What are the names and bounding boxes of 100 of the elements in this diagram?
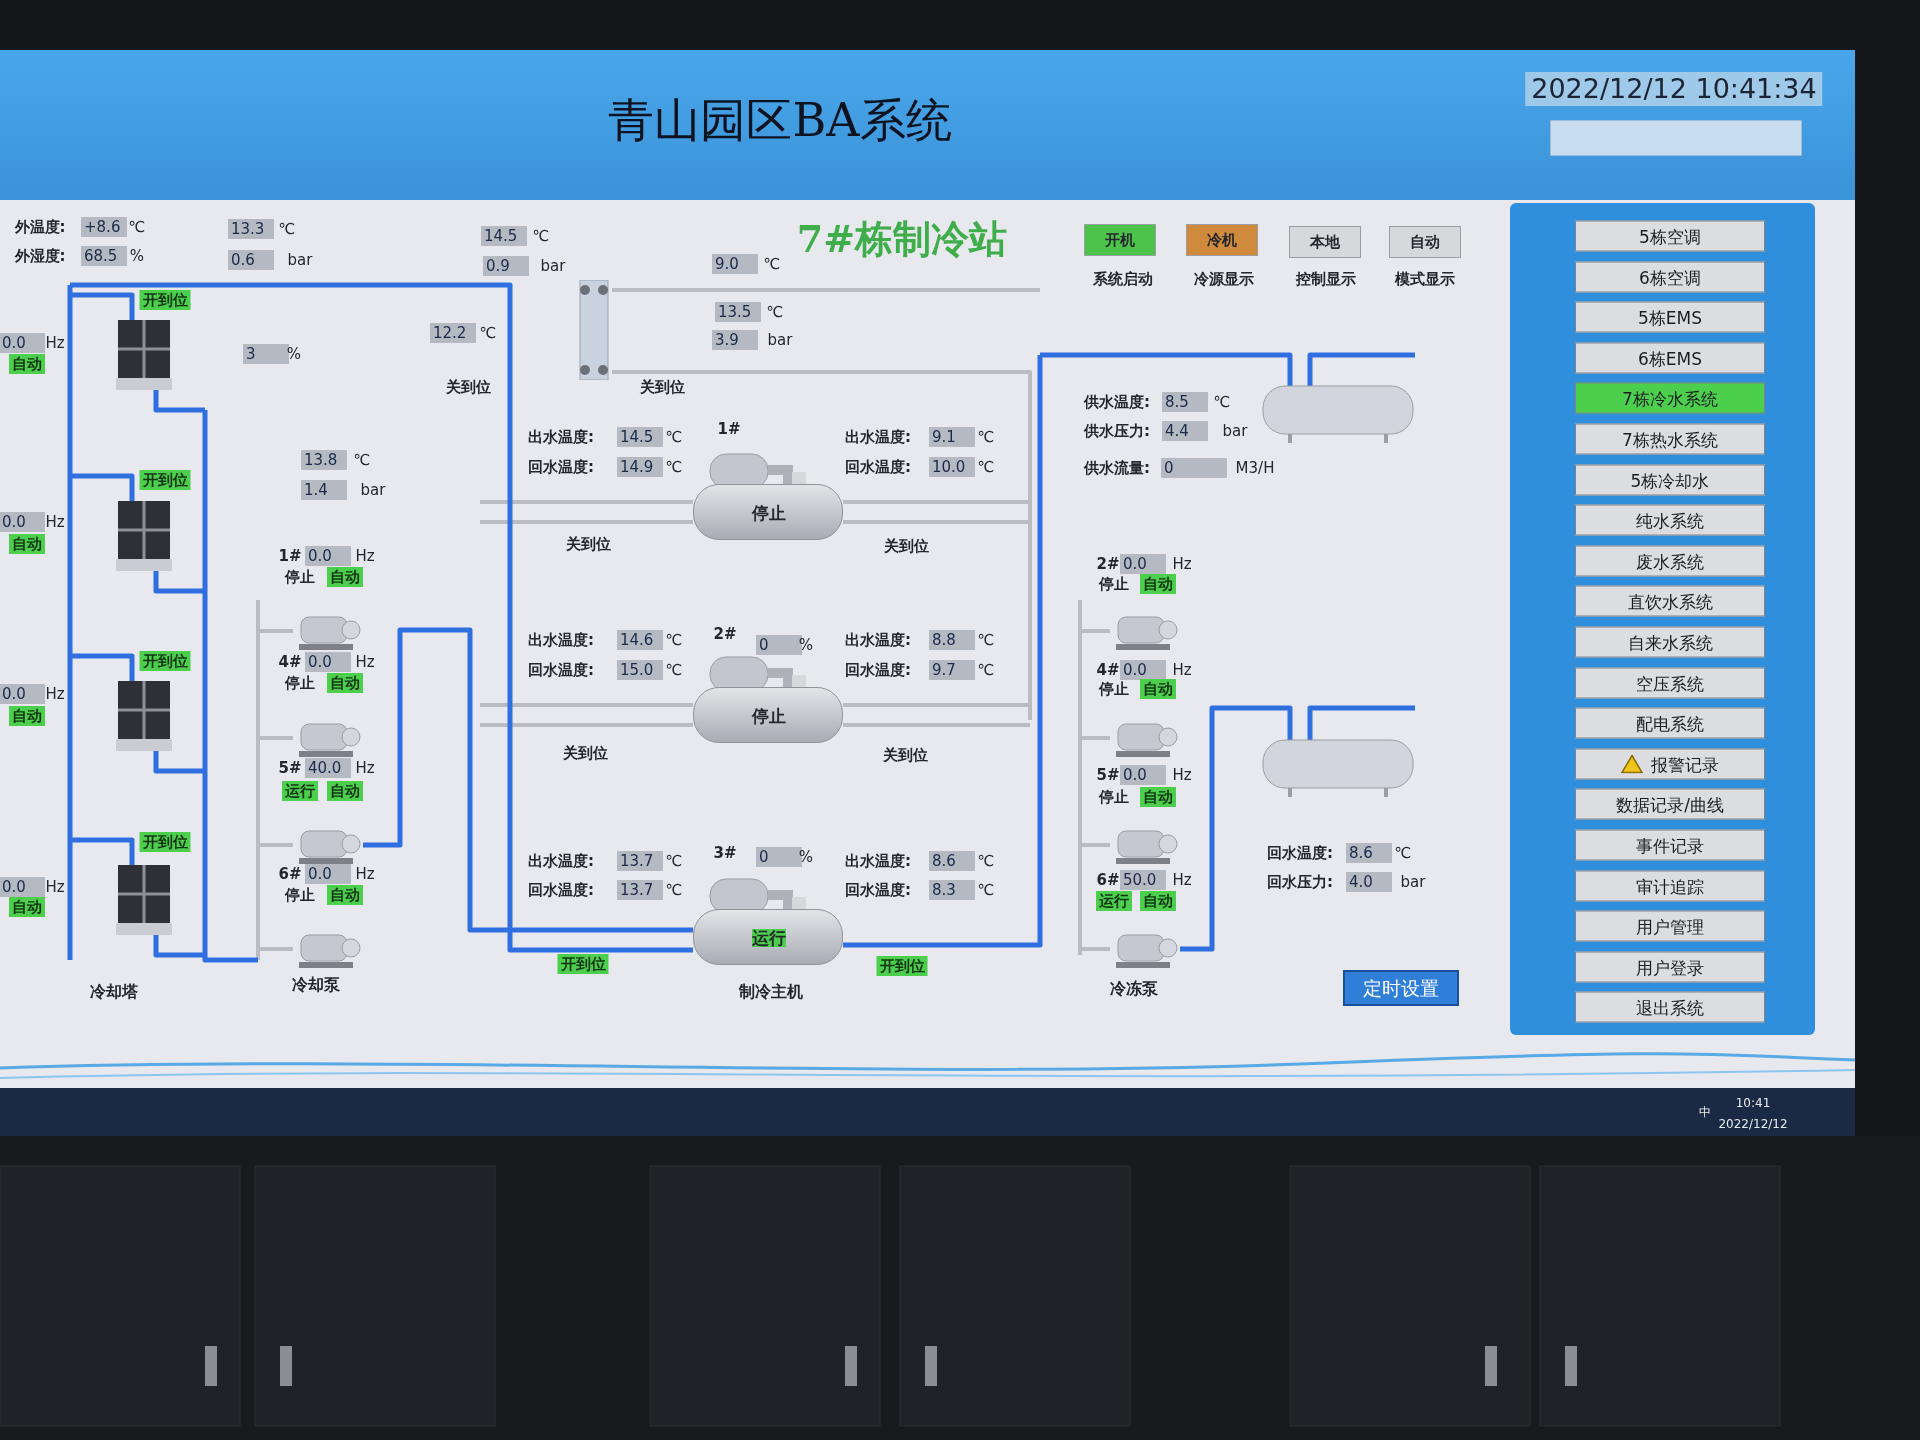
status-indicator: 自动 (327, 885, 363, 905)
state-button: 本地 (1289, 226, 1361, 258)
unit-label: ℃ (977, 881, 995, 899)
status-indicator: 开到位 (557, 954, 609, 974)
status-label: 停止 (285, 568, 315, 586)
status-indicator: 自动 (327, 781, 363, 801)
value-readout: 4.0 (1346, 872, 1392, 892)
unit-number: 1# (717, 420, 741, 438)
field-label: 出水温度: (845, 631, 911, 649)
value-readout: 9.7 (929, 660, 975, 680)
nav-button: 5栋EMS (1575, 301, 1765, 333)
nav-button: 废水系统 (1575, 545, 1765, 577)
unit-label: ℃ (977, 631, 995, 649)
value-readout: 12.2 (430, 323, 476, 343)
value-readout: 13.5 (715, 302, 761, 322)
field-label: 出水温度: (528, 852, 594, 870)
nav-button: 5栋冷却水 (1575, 464, 1765, 496)
page-title: 青山园区BA系统 (608, 93, 952, 147)
value-readout: 0.0 (1120, 765, 1166, 785)
equipment-caption: 冷却泵 (292, 976, 340, 994)
value-readout: 13.3 (228, 219, 274, 239)
nav-button: 事件记录 (1575, 829, 1765, 861)
nav-button: 5栋空调 (1575, 220, 1765, 252)
field-label: 关到位 (562, 744, 608, 762)
unit-label: % (129, 247, 145, 265)
chiller-vessel (693, 909, 843, 965)
field-label: 回水温度: (528, 661, 594, 679)
value-readout: 8.8 (929, 630, 975, 650)
unit-label: Hz (1172, 555, 1192, 573)
unit-label: ℃ (977, 852, 995, 870)
value-readout: 0.9 (483, 256, 529, 276)
taskbar-text: 中 (1699, 1105, 1711, 1119)
value-readout: 1.4 (301, 480, 347, 500)
unit-number: 2# (713, 625, 737, 643)
value-readout: 13.8 (301, 450, 347, 470)
status-indicator: 运行 (752, 929, 786, 947)
unit-label: ℃ (665, 428, 683, 446)
nav-button: 用户登录 (1575, 951, 1765, 983)
status-indicator: 自动 (1140, 891, 1176, 911)
status-label: 停止 (285, 886, 315, 904)
value-readout: 0.0 (1120, 660, 1166, 680)
unit-label: ℃ (1394, 844, 1412, 862)
field-label: 4# (1096, 661, 1120, 679)
value-readout: 14.6 (617, 630, 663, 650)
taskbar-text: 10:41 (1735, 1096, 1771, 1110)
value-readout: 0.0 (0, 684, 45, 704)
unit-label: ℃ (665, 881, 683, 899)
value-readout: 0.6 (228, 250, 274, 270)
value-readout: 15.0 (617, 660, 663, 680)
field-label: 关到位 (565, 535, 611, 553)
unit-label: % (286, 345, 302, 363)
field-label: 关到位 (883, 537, 929, 555)
unit-label: bar (360, 481, 386, 499)
value-readout: 68.5 (81, 246, 127, 266)
status-indicator: 自动 (327, 673, 363, 693)
nav-button: 审计追踪 (1575, 870, 1765, 902)
nav-button: 7栋冷水系统 (1575, 382, 1765, 414)
unit-label: Hz (355, 653, 375, 671)
equipment-caption: 制冷主机 (739, 983, 803, 1001)
value-readout: 0.0 (305, 546, 351, 566)
nav-button: 6栋EMS (1575, 342, 1765, 374)
unit-label: ℃ (977, 428, 995, 446)
status-indicator: 运行 (1096, 891, 1132, 911)
value-readout: 0.0 (305, 864, 351, 884)
unit-label: Hz (1172, 871, 1192, 889)
field-label: 供水压力: (1084, 422, 1150, 440)
status-indicator: 开到位 (139, 290, 191, 310)
status-indicator: 运行 (282, 781, 318, 801)
station-title: 7#栋制冷站 (796, 216, 1008, 262)
unit-label: Hz (45, 334, 65, 352)
unit-label: Hz (45, 878, 65, 896)
status-indicator: 自动 (1140, 787, 1176, 807)
status-label: 停止 (752, 504, 786, 522)
value-readout: 13.7 (617, 880, 663, 900)
field-label: 2# (1096, 555, 1120, 573)
status-indicator: 开到位 (876, 956, 928, 976)
unit-number: 3# (713, 844, 737, 862)
field-label: 回水压力: (1267, 873, 1333, 891)
unit-label: ℃ (479, 324, 497, 342)
status-label: 停止 (1099, 680, 1129, 698)
field-label: 模式显示 (1395, 270, 1455, 288)
status-indicator: 自动 (1140, 574, 1176, 594)
value-readout: +8.6 (81, 217, 127, 237)
unit-label: ℃ (1213, 393, 1231, 411)
unit-label: ℃ (665, 458, 683, 476)
status-indicator: 自动 (327, 567, 363, 587)
status-indicator: 开到位 (139, 470, 191, 490)
field-label: 关到位 (639, 378, 685, 396)
status-label: 停止 (1099, 575, 1129, 593)
value-readout: 8.5 (1162, 392, 1208, 412)
field-label: 5# (1096, 766, 1120, 784)
value-readout: 4.4 (1162, 421, 1208, 441)
field-label: 6# (278, 865, 302, 883)
status-indicator: 开到位 (139, 832, 191, 852)
field-label: 5# (278, 759, 302, 777)
unit-label: ℃ (977, 458, 995, 476)
state-button: 开机 (1084, 224, 1156, 256)
unit-label: Hz (355, 865, 375, 883)
unit-label: ℃ (353, 451, 371, 469)
field-label: 冷源显示 (1194, 270, 1254, 288)
